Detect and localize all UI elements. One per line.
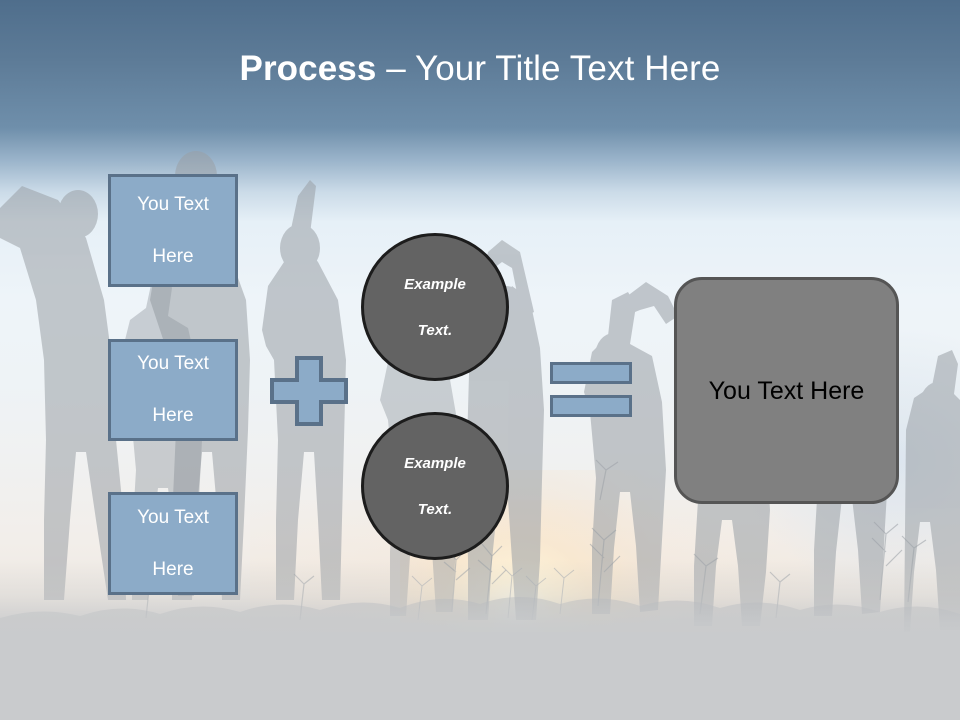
equals-bar-bottom [550, 395, 632, 417]
example-circle-2-line1: Example [404, 454, 466, 472]
input-box-1-text: You Text Here [137, 192, 209, 270]
page-title: Process – Your Title Text Here [0, 48, 960, 90]
example-circle-1-text: Example Text. [404, 273, 466, 342]
input-box-1-line1: You Text [137, 193, 209, 215]
example-circle-2-text: Example Text. [404, 452, 466, 521]
page-title-rest: – Your Title Text Here [376, 49, 721, 88]
example-circle-1-line1: Example [404, 275, 466, 293]
input-box-3[interactable]: You Text Here [108, 492, 238, 595]
example-circle-2-line2: Text. [417, 500, 453, 518]
plus-icon [270, 356, 348, 426]
background-photo [0, 0, 960, 640]
input-box-3-line2: Here [152, 558, 194, 580]
input-box-1[interactable]: You Text Here [108, 174, 238, 287]
result-box-label: You Text Here [708, 376, 865, 405]
example-circle-1[interactable]: Example Text. [361, 233, 509, 381]
bottom-grey-band [0, 632, 960, 720]
input-box-1-line2: Here [152, 245, 194, 267]
example-circle-1-line2: Text. [417, 321, 453, 339]
input-box-2-text: You Text Here [137, 351, 209, 429]
equals-icon [550, 362, 632, 418]
input-box-2-line1: You Text [137, 353, 209, 374]
input-box-2[interactable]: You Text Here [108, 339, 238, 441]
input-box-3-text: You Text Here [137, 505, 209, 583]
input-box-3-line1: You Text [137, 506, 209, 528]
title-band: Process – Your Title Text Here [0, 0, 960, 130]
page-title-strong: Process [239, 49, 377, 88]
input-box-2-line2: Here [152, 405, 194, 426]
result-box[interactable]: You Text Here [674, 277, 899, 504]
equals-bar-top [550, 362, 632, 384]
example-circle-2[interactable]: Example Text. [361, 412, 509, 560]
